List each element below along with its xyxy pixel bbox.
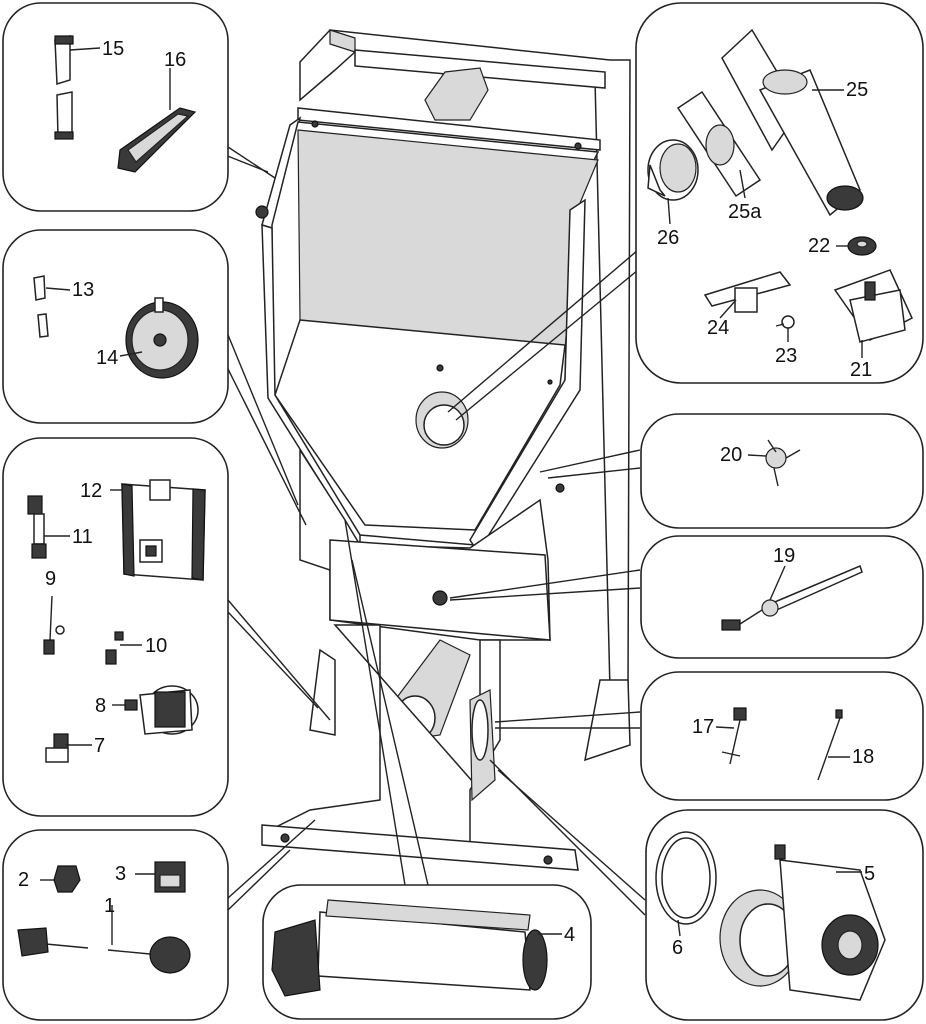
label-2: 2 xyxy=(18,869,29,891)
part-11-connector xyxy=(27,495,47,559)
box-part-20: 20 xyxy=(640,413,924,529)
part-24-bracket xyxy=(703,271,792,313)
label-17: 17 xyxy=(692,716,714,738)
part-25-burner xyxy=(721,28,864,217)
label-6: 6 xyxy=(672,937,683,959)
box-parts-15-16: 15 16 xyxy=(2,2,229,212)
box-parts-13-14: 13 14 xyxy=(2,229,229,424)
label-26: 26 xyxy=(657,227,679,249)
part-6-gasket-ring xyxy=(655,831,717,925)
box-parts-1-3: 2 3 1 xyxy=(2,829,229,1021)
label-20: 20 xyxy=(720,444,742,466)
label-25: 25 xyxy=(846,79,868,101)
label-11: 11 xyxy=(72,526,93,548)
label-16: 16 xyxy=(164,49,186,71)
box-parts-21-26: 25 25a 26 22 24 23 21 xyxy=(635,2,924,384)
box-part-19: 19 xyxy=(640,535,924,659)
part-17-sensor xyxy=(721,707,747,765)
part-7-clip xyxy=(45,733,69,763)
label-25a: 25a xyxy=(728,201,762,223)
label-24: 24 xyxy=(707,317,729,339)
label-22: 22 xyxy=(808,235,830,257)
label-5: 5 xyxy=(864,863,875,885)
leader-lines xyxy=(224,144,646,916)
part-20-wingbolt xyxy=(765,439,801,487)
part-14-fan xyxy=(125,297,199,379)
label-21: 21 xyxy=(850,359,872,381)
part-25a-gasket xyxy=(676,90,762,198)
label-8: 8 xyxy=(95,695,106,717)
part-21-motor xyxy=(833,269,913,343)
part-15-clips xyxy=(54,35,74,140)
part-16-glass xyxy=(117,107,197,173)
label-7: 7 xyxy=(94,735,105,757)
label-3: 3 xyxy=(115,863,126,885)
label-12: 12 xyxy=(80,480,102,502)
hopper-assembly xyxy=(255,29,631,871)
box-parts-17-18: 17 18 xyxy=(640,671,924,801)
box-parts-7-12: 12 11 9 10 8 7 xyxy=(2,437,229,817)
label-1: 1 xyxy=(104,895,115,917)
box-part-4: 4 xyxy=(262,884,592,1020)
part-13-clips xyxy=(33,275,49,338)
part-22-nut xyxy=(847,236,877,256)
part-5-blower xyxy=(719,844,886,1001)
label-23: 23 xyxy=(775,345,797,367)
part-12-controller xyxy=(121,479,206,581)
box-parts-5-6: 5 6 xyxy=(645,809,924,1021)
label-4: 4 xyxy=(564,924,575,946)
label-19: 19 xyxy=(773,545,795,567)
label-18: 18 xyxy=(852,746,874,768)
label-10: 10 xyxy=(145,635,167,657)
part-26-sleeve xyxy=(647,139,699,201)
part-9-sensor xyxy=(43,595,65,655)
part-19-sensor-probe xyxy=(721,564,863,631)
label-15: 15 xyxy=(102,38,124,60)
label-9: 9 xyxy=(45,568,56,590)
part-3-block xyxy=(154,861,186,893)
part-4-auger xyxy=(271,899,548,997)
part-18-rod xyxy=(817,709,843,781)
part-1-igniter xyxy=(17,905,191,974)
part-10-sensor xyxy=(105,631,124,665)
label-13: 13 xyxy=(72,279,94,301)
label-14: 14 xyxy=(96,347,118,369)
